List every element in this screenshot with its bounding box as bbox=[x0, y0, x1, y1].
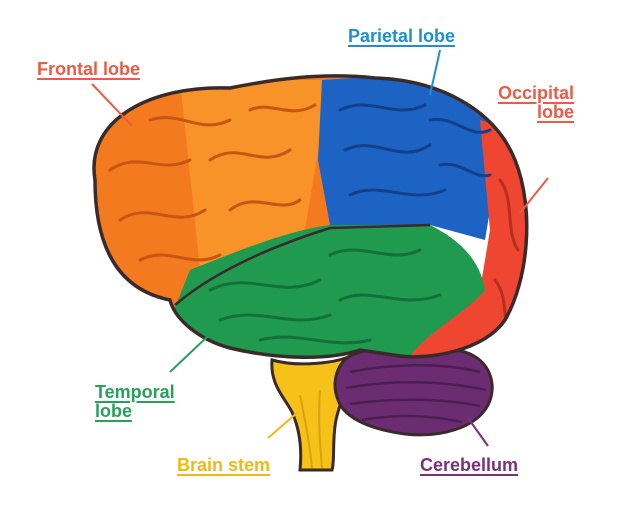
cerebrum-outline bbox=[92, 74, 529, 359]
temporal-label-line1: Temporal bbox=[95, 382, 175, 402]
parietal-leader bbox=[429, 49, 441, 96]
occipital-label-line1: Occipital bbox=[498, 83, 575, 103]
temporal-leader bbox=[169, 335, 209, 373]
temporal-lobe-label: Temporal lobe bbox=[95, 383, 175, 421]
occipital-lobe-label: Occipital lobe bbox=[498, 84, 574, 122]
brain-stem bbox=[270, 353, 352, 472]
frontal-leader bbox=[91, 83, 133, 127]
brainstem-leader bbox=[267, 411, 299, 439]
brain-stem-label: Brain stem bbox=[177, 455, 271, 475]
cerebellum-leader bbox=[467, 417, 489, 447]
occipital-lobe bbox=[405, 120, 527, 358]
temporal-label-line2: lobe bbox=[95, 401, 133, 421]
occipital-label-line2: lobe bbox=[537, 102, 575, 122]
cerebellum-folds bbox=[345, 364, 487, 424]
parietal-lobe bbox=[318, 75, 500, 240]
frontal-lobe-label: Frontal lobe bbox=[37, 59, 140, 79]
parietal-lobe-label: Parietal lobe bbox=[348, 26, 456, 46]
brain-stem-inner bbox=[299, 389, 323, 469]
cerebellum-label: Cerebellum bbox=[420, 455, 519, 475]
occipital-leader bbox=[519, 177, 549, 214]
cerebellum bbox=[333, 345, 494, 437]
